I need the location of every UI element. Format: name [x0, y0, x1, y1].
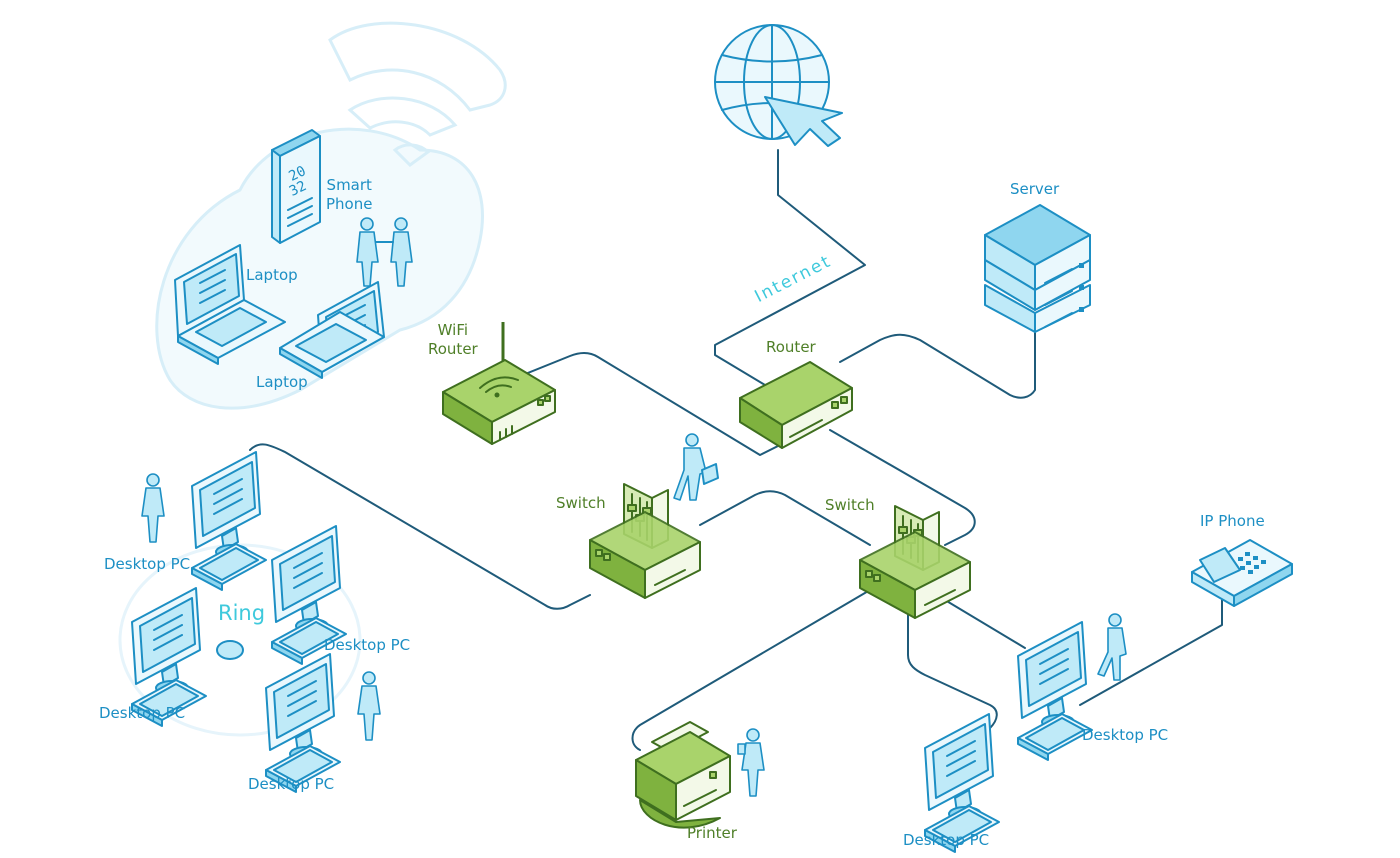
ip-phone-icon[interactable]	[1191, 539, 1293, 607]
label-smart-phone: Smart Phone	[326, 176, 373, 213]
person-icon	[1097, 613, 1127, 681]
label-laptop: Laptop	[246, 266, 298, 284]
label-laptop: Laptop	[256, 373, 308, 391]
cable-switch2-printer	[631, 589, 871, 751]
desktop-pc-icon[interactable]	[191, 451, 267, 591]
label-desktop-pc: Desktop PC	[99, 704, 186, 722]
label-ring: Ring	[218, 601, 266, 625]
switch-icon[interactable]	[589, 483, 701, 599]
label-printer: Printer	[687, 824, 737, 842]
label-switch: Switch	[825, 496, 875, 514]
cable-ring-switch1	[249, 443, 591, 610]
laptop-icon[interactable]	[174, 244, 286, 365]
phone-clock-bottom: 32	[287, 178, 309, 200]
cable-internet-router	[714, 149, 866, 401]
label-desktop-pc: Desktop PC	[324, 636, 411, 654]
network-cables	[249, 149, 1223, 751]
label-desktop-pc: Desktop PC	[903, 831, 990, 849]
label-ip-phone: IP Phone	[1200, 512, 1265, 530]
label-wifi-router: WiFi Router	[428, 321, 478, 358]
person-icon	[141, 473, 165, 543]
person-icon	[356, 217, 413, 287]
label-router: Router	[766, 338, 816, 356]
cable-switch2-desktop-right	[944, 599, 1026, 649]
globe-cursor-icon[interactable]	[714, 24, 843, 147]
label-switch: Switch	[556, 494, 606, 512]
router-icon[interactable]	[739, 361, 853, 449]
desktop-pc-icon[interactable]	[1017, 621, 1093, 761]
label-server: Server	[1010, 180, 1060, 198]
person-icon	[737, 728, 765, 797]
mouse-icon	[216, 640, 244, 660]
wifi-router-icon[interactable]	[442, 322, 556, 445]
person-icon	[357, 671, 381, 741]
laptop-icon[interactable]	[279, 281, 385, 379]
cable-switch1-switch2	[699, 490, 871, 546]
label-desktop-pc: Desktop PC	[104, 555, 191, 573]
cable-router-switch2	[829, 429, 976, 546]
cable-ipphone-desktop-right	[1079, 594, 1223, 706]
label-desktop-pc: Desktop PC	[248, 775, 335, 793]
phone-clock-top: 20	[286, 163, 308, 185]
printer-icon[interactable]	[635, 721, 731, 829]
server-icon[interactable]	[984, 204, 1091, 333]
cable-server-router	[839, 319, 1036, 399]
cable-switch2-desktop-bottom	[907, 609, 998, 729]
desktop-pc-icon[interactable]	[265, 653, 341, 793]
label-desktop-pc: Desktop PC	[1082, 726, 1169, 744]
smartphone-icon[interactable]: 20 32	[271, 129, 321, 244]
cable-wifi-router-to-router-area	[497, 352, 791, 456]
person-icon	[673, 433, 719, 501]
switch-icon[interactable]	[859, 505, 971, 619]
